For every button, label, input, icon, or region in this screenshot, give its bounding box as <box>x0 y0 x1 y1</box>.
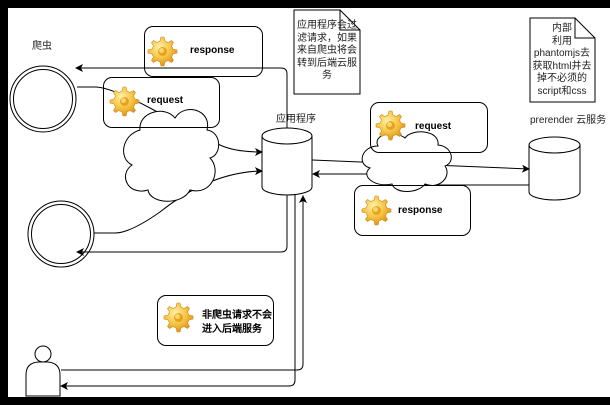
app-database-icon <box>261 127 313 196</box>
note-line: 务 <box>322 70 332 81</box>
prerender-note-shape <box>529 17 596 103</box>
cloud-icon-right <box>361 131 452 192</box>
response-label-top: response <box>190 45 235 56</box>
note-line: 获取html并去 <box>532 60 592 72</box>
edge-user-to-app <box>61 195 307 371</box>
request-box-left <box>103 77 220 128</box>
crawler-label: 爬虫 <box>32 41 52 52</box>
note-line: 转到后端云服 <box>297 57 357 69</box>
note-line: 来自爬虫将会 <box>297 45 357 56</box>
note-line: 掉不必须的 <box>537 73 587 84</box>
note-line: script和css <box>537 85 587 97</box>
crawler-node-2 <box>27 200 95 268</box>
response-box-right <box>354 185 471 236</box>
edge-app-to-crawler2 <box>76 195 288 256</box>
request-label-right: request <box>415 121 452 132</box>
non-crawler-line1: 非爬虫请求不会 <box>202 310 272 321</box>
edge-app-to-user <box>60 195 296 390</box>
note-line: phantomjs去 <box>533 48 591 59</box>
app-label: 应用程序 <box>276 114 316 125</box>
edge-crawler2-to-app <box>94 167 263 234</box>
non-crawler-line2: 进入后端服务 <box>202 324 262 335</box>
crawler-node-1 <box>9 65 77 133</box>
prerender-note-text: 内部 利用 phantomjs去 获取html并去 掉不必须的 script和c… <box>528 23 596 98</box>
note-line: 滤请求，如果 <box>297 32 357 44</box>
response-label-right: response <box>398 205 443 216</box>
app-note-text: 应用程序会过 滤请求，如果 来自爬虫将会 转到后端云服 务 <box>294 20 360 83</box>
response-box-top <box>144 26 263 77</box>
app-note-shape <box>293 9 361 95</box>
note-line: 内部 <box>552 23 572 34</box>
edge-app-to-crawler1 <box>75 64 288 128</box>
request-label-left: request <box>147 95 184 106</box>
prerender-database-icon <box>528 136 581 201</box>
prerender-label: prerender 云服务 <box>530 115 607 126</box>
non-crawler-box <box>157 295 274 346</box>
request-box-right <box>370 102 488 153</box>
note-line: 应用程序会过 <box>297 20 357 31</box>
note-line: 利用 <box>552 35 572 47</box>
cloud-icon-left <box>123 109 220 202</box>
user-icon <box>25 345 61 397</box>
